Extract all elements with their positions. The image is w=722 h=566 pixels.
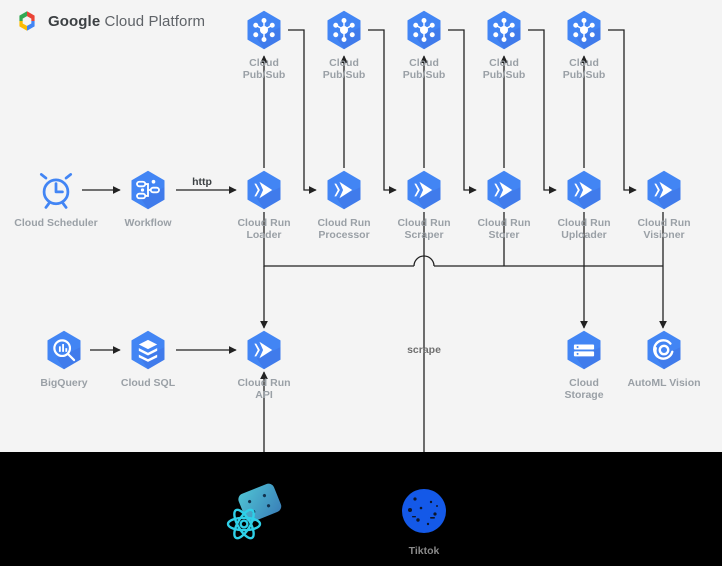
node-label: BigQuery — [40, 377, 88, 389]
node-label: Cloud Run Storer — [477, 217, 531, 241]
node-tiktok[interactable]: Tiktok — [376, 486, 472, 557]
node-pubsub-5[interactable]: Cloud Pub/Sub — [536, 8, 632, 81]
node-cloud-sql[interactable]: Cloud SQL — [100, 328, 196, 389]
tiktok-icon — [402, 489, 446, 533]
node-label: Cloud Run API — [237, 377, 291, 401]
node-cloud-run-api[interactable]: Cloud Run API — [216, 328, 312, 401]
pubsub-icon — [247, 10, 281, 50]
wire-pubsub2-scraper — [368, 29, 397, 194]
wire-pubsub3-storer — [448, 29, 477, 194]
react-card-icon — [226, 483, 282, 540]
brand-title-rest: Cloud Platform — [100, 12, 206, 30]
cloudrun-icon — [647, 170, 681, 210]
storage-icon — [567, 330, 601, 370]
node-cloud-storage[interactable]: Cloud Storage — [536, 328, 632, 401]
node-label: Cloud Pub/Sub — [402, 57, 446, 81]
node-label: Cloud Pub/Sub — [482, 57, 526, 81]
node-label: Workflow — [124, 217, 172, 229]
node-label: Cloud Pub/Sub — [242, 57, 286, 81]
node-cloud-scheduler[interactable]: Cloud Scheduler — [8, 168, 104, 229]
cloudrun-icon — [247, 170, 281, 210]
node-label: Cloud SQL — [120, 377, 176, 389]
cloudrun-icon — [247, 330, 281, 370]
brand-title: Google Cloud Platform — [48, 13, 205, 30]
pubsub-icon — [487, 10, 521, 50]
node-label: Cloud Run Loader — [237, 217, 291, 241]
automl-vision-icon — [647, 330, 681, 370]
pubsub-icon — [407, 10, 441, 50]
node-cloud-run-processor[interactable]: Cloud Run Processor — [296, 168, 392, 241]
cloudrun-icon — [407, 170, 441, 210]
wire-pubsub1-processor — [288, 29, 317, 194]
node-cloud-run-scraper[interactable]: Cloud Run Scraper — [376, 168, 472, 241]
edge-label-http: http — [192, 176, 212, 188]
node-label: Tiktok — [408, 545, 440, 557]
client-panel — [0, 452, 722, 566]
node-label: Cloud Pub/Sub — [562, 57, 606, 81]
node-label: Cloud Storage — [564, 377, 604, 401]
google-cloud-logo-icon — [19, 11, 35, 31]
wire-pubsub4-uploader — [528, 29, 557, 194]
cloudrun-icon — [487, 170, 521, 210]
bigquery-icon — [47, 330, 81, 370]
edge-label-scrape: scrape — [407, 344, 441, 356]
brand-title-bold: Google — [48, 12, 101, 30]
node-pubsub-4[interactable]: Cloud Pub/Sub — [456, 8, 552, 81]
node-label: Cloud Pub/Sub — [322, 57, 366, 81]
node-react-app[interactable] — [208, 482, 304, 555]
cloudsql-icon — [131, 330, 165, 370]
node-label: Cloud Run Visioner — [637, 217, 691, 241]
node-bigquery[interactable]: BigQuery — [16, 328, 112, 389]
node-cloud-run-loader[interactable]: Cloud Run Loader — [216, 168, 312, 241]
node-cloud-run-uploader[interactable]: Cloud Run Uploader — [536, 168, 632, 241]
node-label: Cloud Scheduler — [14, 217, 98, 229]
cloudrun-icon — [327, 170, 361, 210]
workflow-icon — [131, 170, 165, 210]
brand-header: Google Cloud Platform — [14, 8, 205, 34]
node-label: Cloud Run Uploader — [557, 217, 611, 241]
node-label: Cloud Run Scraper — [397, 217, 451, 241]
pubsub-icon — [567, 10, 601, 50]
node-pubsub-2[interactable]: Cloud Pub/Sub — [296, 8, 392, 81]
node-workflow[interactable]: Workflow — [100, 168, 196, 229]
node-label: AutoML Vision — [627, 377, 701, 389]
node-pubsub-1[interactable]: Cloud Pub/Sub — [216, 8, 312, 81]
cloudrun-icon — [567, 170, 601, 210]
pubsub-icon — [327, 10, 361, 50]
node-automl-vision[interactable]: AutoML Vision — [616, 328, 712, 389]
node-pubsub-3[interactable]: Cloud Pub/Sub — [376, 8, 472, 81]
wire-pubsub5-visioner — [608, 29, 637, 194]
node-cloud-run-visioner[interactable]: Cloud Run Visioner — [616, 168, 712, 241]
clock-icon — [39, 173, 73, 209]
google-cloud-platform-panel — [0, 0, 722, 452]
node-cloud-run-storer[interactable]: Cloud Run Storer — [456, 168, 552, 241]
node-label: Cloud Run Processor — [317, 217, 371, 241]
